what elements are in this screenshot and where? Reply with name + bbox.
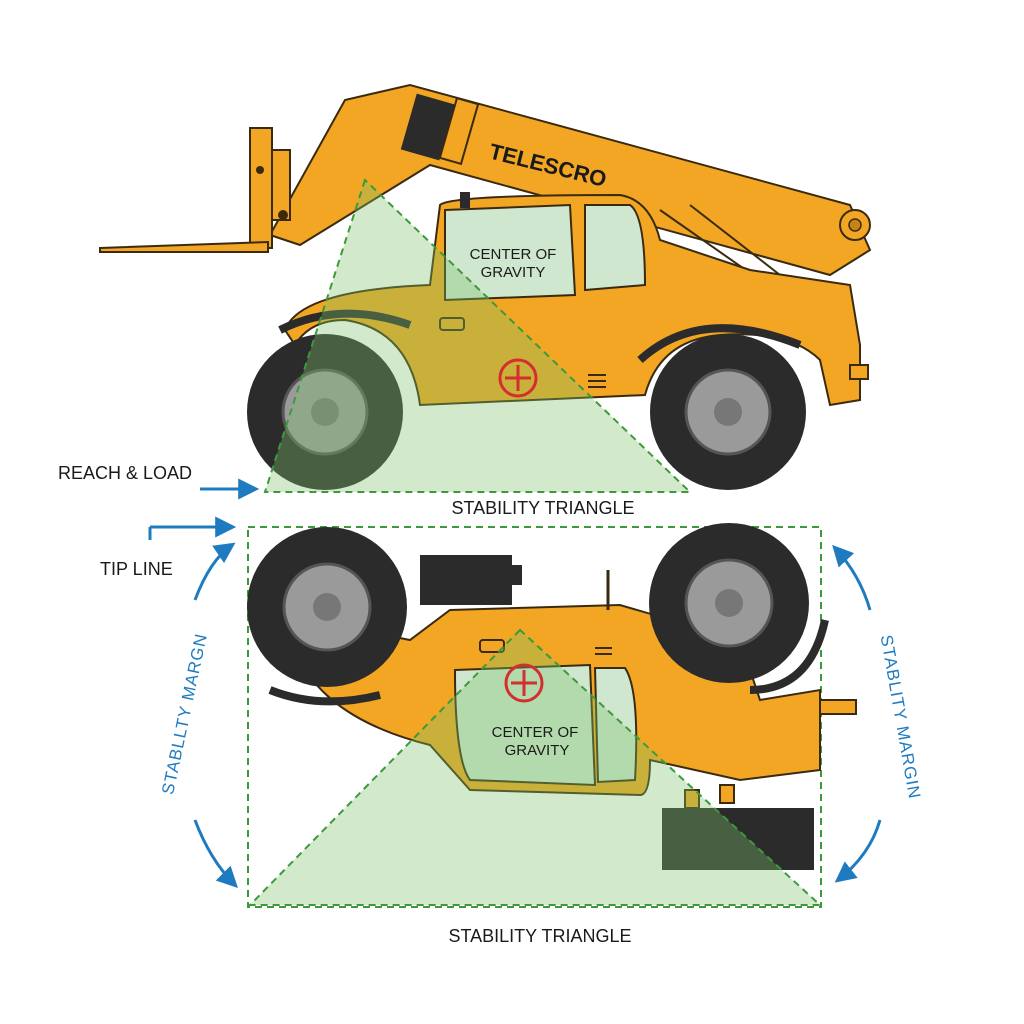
- bottom-right-wheel: [649, 523, 809, 683]
- bottom-left-wheel: [247, 527, 407, 687]
- top-boom: [268, 83, 872, 281]
- top-rear-wheel: [650, 334, 806, 490]
- stability-margin-left-arrow-bottom: [193, 819, 238, 888]
- reach-load-label: REACH & LOAD: [58, 463, 192, 483]
- bottom-stability-triangle-label: STABILITY TRIANGLE: [448, 926, 631, 946]
- top-stability-triangle: [263, 178, 693, 493]
- top-stability-triangle-label: STABILITY TRIANGLE: [451, 498, 634, 518]
- top-telehandler: TELESCRO CENTER OF GRAVITY: [99, 83, 872, 493]
- top-cog-label-line1: CENTER OF: [470, 246, 557, 263]
- bottom-center-of-gravity-marker: [504, 663, 544, 703]
- bottom-cog-label-line1: CENTER OF: [492, 724, 579, 741]
- bottom-cog-label-line2: GRAVITY: [505, 742, 570, 759]
- stability-margin-left-label: STABLLTY MARGN: [158, 632, 211, 797]
- stability-margin-right-arrow-top: [832, 544, 872, 611]
- stability-margin-right-arrow-bottom: [834, 819, 882, 883]
- top-center-of-gravity-marker: [498, 358, 538, 398]
- top-body: [278, 192, 869, 407]
- top-front-wheel: [247, 334, 403, 490]
- bottom-stability-triangle: [247, 628, 823, 906]
- bottom-telehandler: CENTER OF GRAVITY: [247, 523, 857, 906]
- top-cog-label-line2: GRAVITY: [481, 264, 546, 281]
- top-fork-carriage: [99, 127, 291, 253]
- tip-line-label: TIP LINE: [100, 559, 173, 579]
- stability-margin-right-label: STABLITY MARGIN: [877, 633, 925, 800]
- stability-margin-left-arrow-top: [193, 542, 236, 601]
